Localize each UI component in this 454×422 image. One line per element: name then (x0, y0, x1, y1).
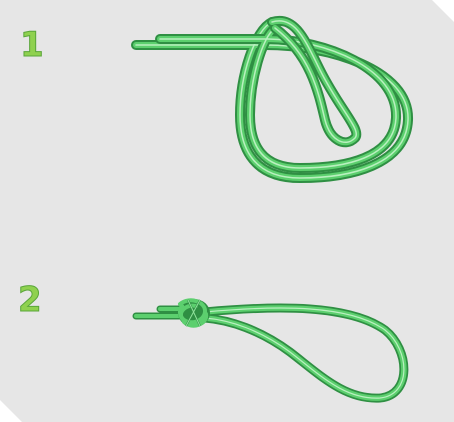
step-2-knot (178, 299, 210, 327)
step-number-1: 1 (20, 28, 44, 62)
step-number-2: 2 (18, 283, 42, 317)
